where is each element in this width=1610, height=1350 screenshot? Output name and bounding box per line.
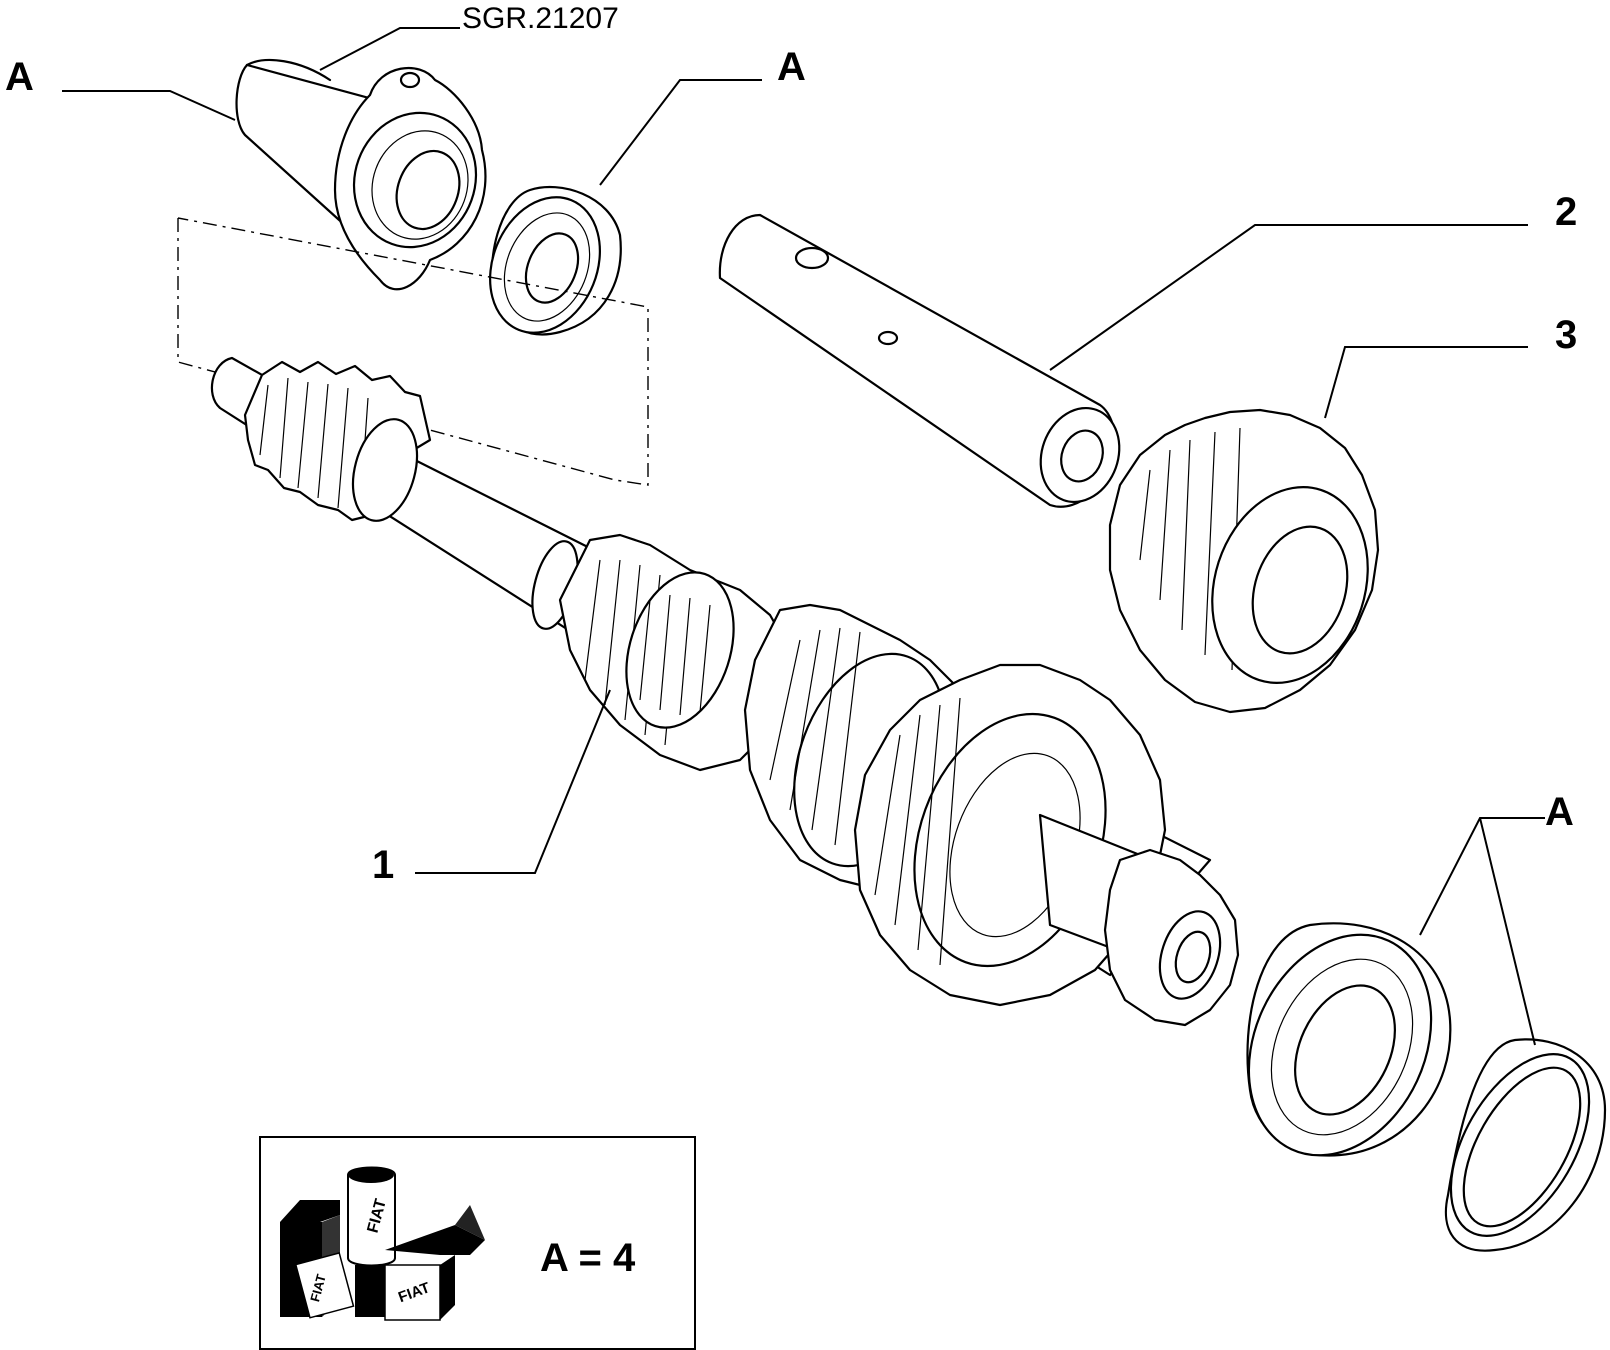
main-shaft xyxy=(210,356,1240,1027)
bearing-sleeve xyxy=(235,58,487,291)
legend-box: FIAT FIAT FIAT A = 4 xyxy=(259,1136,696,1350)
leader-a-right xyxy=(1419,817,1545,1046)
label-a-top-center: A xyxy=(777,45,806,89)
leader-a-top-left xyxy=(62,90,236,121)
label-a-right: A xyxy=(1545,790,1574,834)
label-a-top-left: A xyxy=(5,55,34,99)
leader-3 xyxy=(1324,346,1528,419)
leader-2 xyxy=(1049,224,1528,371)
leader-1 xyxy=(415,689,611,874)
legend-text: A = 4 xyxy=(540,1236,636,1280)
spur-gear xyxy=(1108,408,1380,714)
hollow-pin xyxy=(718,213,1121,508)
label-part-1: 1 xyxy=(372,843,394,887)
leader-a-top-center xyxy=(599,79,762,186)
small-bearing xyxy=(489,185,622,336)
label-part-3: 3 xyxy=(1555,313,1577,357)
assembly-bracket xyxy=(177,217,649,486)
code-label: SGR.21207 xyxy=(462,2,619,35)
leader-sgr xyxy=(319,27,460,71)
fiat-parts-logo: FIAT FIAT FIAT xyxy=(280,1166,485,1321)
logo-text-left: FIAT xyxy=(307,1272,329,1303)
large-bearing xyxy=(1246,922,1452,1157)
bearing-cup xyxy=(1444,1038,1607,1252)
label-part-2: 2 xyxy=(1555,190,1577,234)
